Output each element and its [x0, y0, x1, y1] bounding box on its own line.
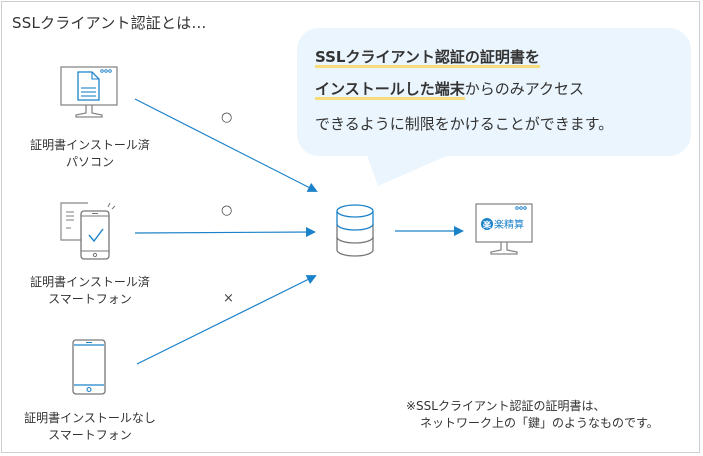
desktop-document-icon [60, 66, 118, 118]
app-logo-icon [481, 218, 493, 230]
footnote-line-2: ネットワーク上の「鍵」のようなものです。 [420, 416, 659, 430]
device-label-line: 証明書インストールなし [24, 411, 156, 425]
device-label-smartphone-cert: 証明書インストール済 スマートフォン [26, 274, 154, 308]
access-mark-smartphone-nocert: × [223, 291, 234, 306]
device-label-smartphone-nocert: 証明書インストールなし スマートフォン [20, 410, 160, 444]
bubble-line-3: できるように制限をかけることができます。 [315, 115, 614, 133]
speech-bubble: SSLクライアント認証の証明書を インストールした端末からのみアクセス できるよ… [297, 28, 691, 156]
device-label-line: 証明書インストール済 [30, 275, 150, 289]
device-label-pc: 証明書インストール済 パソコン [26, 137, 154, 171]
arrow-smartphone-cert-to-server [134, 227, 316, 238]
monitor-app-icon: 楽 楽精算 [475, 203, 533, 255]
bubble-line-1: SSLクライアント認証の証明書を [315, 46, 540, 70]
access-mark-pc: ○ [221, 110, 233, 125]
footnote-line-1: ※SSLクライアント認証の証明書は、 [406, 399, 606, 413]
page-title: SSLクライアント認証とは… [12, 14, 207, 32]
database-icon [336, 204, 374, 257]
device-label-line: スマートフォン [48, 428, 132, 442]
app-name: 楽精算 [494, 218, 524, 231]
bubble-highlight-2: インストールした端末 [315, 80, 465, 102]
access-mark-smartphone-cert: ○ [221, 203, 233, 218]
footnote: ※SSLクライアント認証の証明書は、 ネットワーク上の「鍵」のようなものです。 [406, 398, 659, 432]
arrow-pc-to-server [134, 98, 318, 192]
device-label-line: スマートフォン [48, 292, 132, 306]
bubble-tail [365, 150, 460, 186]
bubble-line-2: インストールした端末からのみアクセス [315, 78, 584, 102]
device-label-line: パソコン [65, 155, 114, 169]
arrow-smartphone-nocert-to-server [136, 275, 317, 365]
bubble-text-2: からのみアクセス [464, 80, 584, 98]
app-logo-glyph: 楽 [482, 220, 492, 230]
smartphone-certificate-icon [60, 202, 116, 260]
device-label-line: 証明書インストール済 [30, 138, 150, 152]
bubble-highlight-1: SSLクライアント認証の証明書を [315, 48, 540, 70]
smartphone-icon [72, 339, 106, 395]
